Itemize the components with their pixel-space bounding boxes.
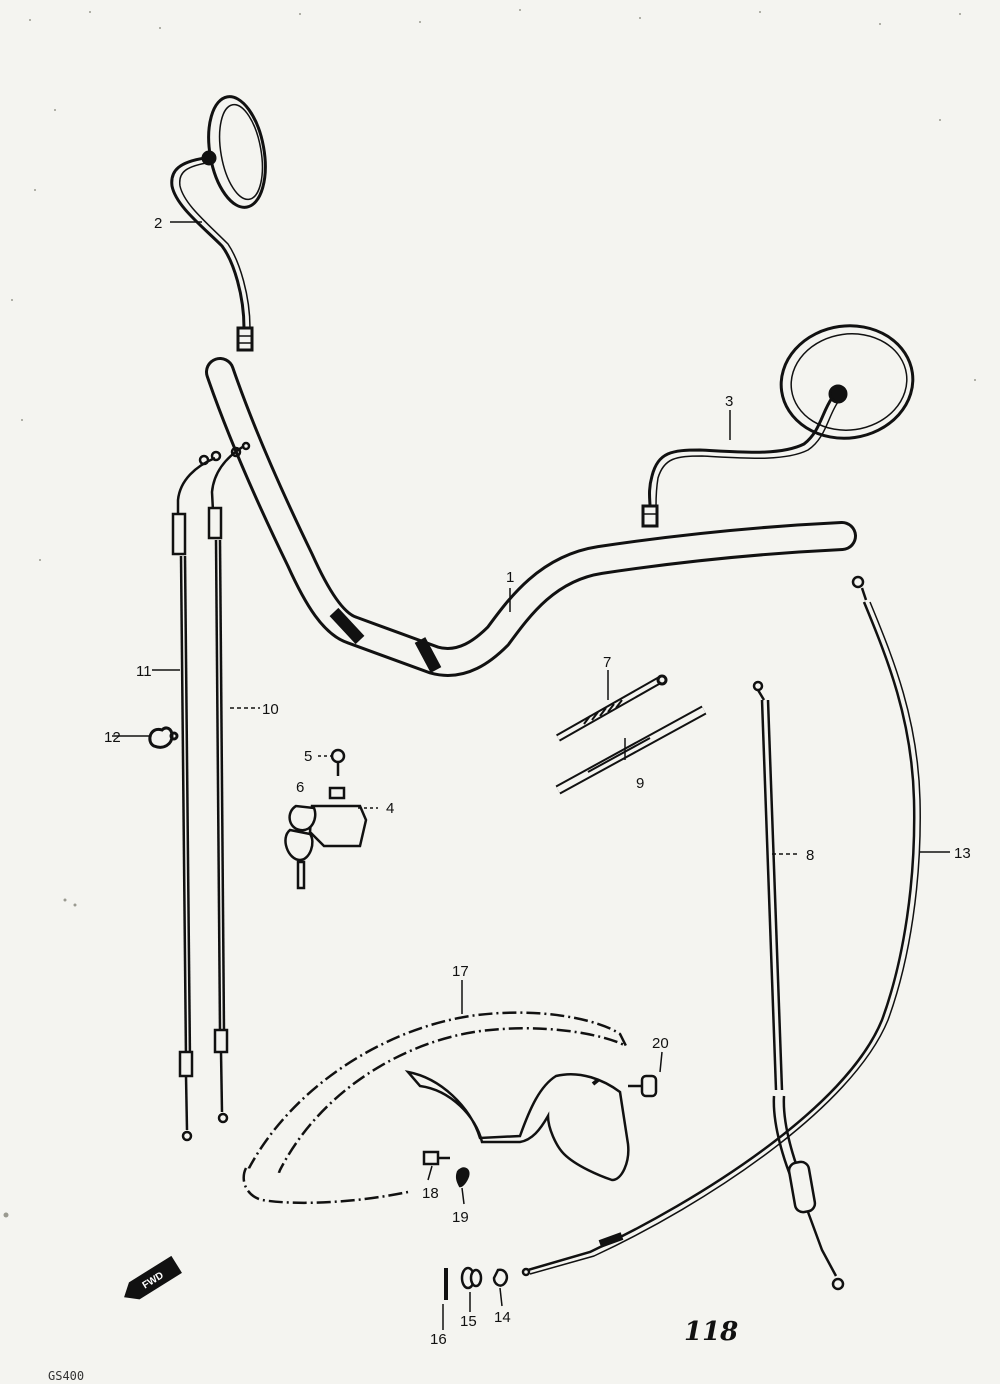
front-fender (242, 1011, 630, 1205)
label-10: 10 (262, 701, 279, 718)
label-6: 6 (296, 779, 304, 796)
label-9: 9 (636, 775, 644, 792)
label-16: 16 (430, 1331, 447, 1348)
label-20: 20 (652, 1035, 669, 1052)
leader-lines (112, 221, 950, 1330)
cable-10 (207, 441, 251, 1124)
label-14: 14 (494, 1309, 511, 1326)
label-2: 2 (154, 215, 162, 232)
mirror-right (641, 324, 915, 528)
label-3: 3 (725, 393, 733, 410)
label-4: 4 (386, 800, 394, 817)
fender-hardware (422, 1074, 658, 1188)
label-8: 8 (806, 847, 814, 864)
label-17: 17 (452, 963, 469, 980)
part-labels: 1 2 3 4 5 6 7 8 9 10 11 12 13 14 15 16 1… (104, 215, 971, 1348)
label-12: 12 (104, 729, 121, 746)
mirror-left (170, 95, 267, 352)
cable-11 (171, 450, 222, 1142)
small-hardware (444, 1266, 509, 1300)
model-code: GS400 (48, 1369, 84, 1383)
label-15: 15 (460, 1313, 477, 1330)
label-5: 5 (304, 748, 312, 765)
label-13: 13 (954, 845, 971, 862)
clamp-12 (148, 726, 179, 749)
steering-lock (284, 748, 368, 890)
cable-13 (521, 575, 921, 1277)
page-number: 118 (684, 1317, 738, 1347)
label-18: 18 (422, 1185, 439, 1202)
label-11: 11 (136, 663, 152, 680)
fwd-arrow-badge: FWD (124, 1255, 182, 1300)
cable-7 (556, 674, 668, 742)
label-1: 1 (506, 569, 514, 586)
paper-speckle (3, 9, 976, 1218)
label-19: 19 (452, 1209, 469, 1226)
label-7: 7 (603, 654, 611, 671)
cable-8 (752, 680, 845, 1291)
handlebar (205, 357, 857, 677)
cable-9 (555, 705, 707, 795)
